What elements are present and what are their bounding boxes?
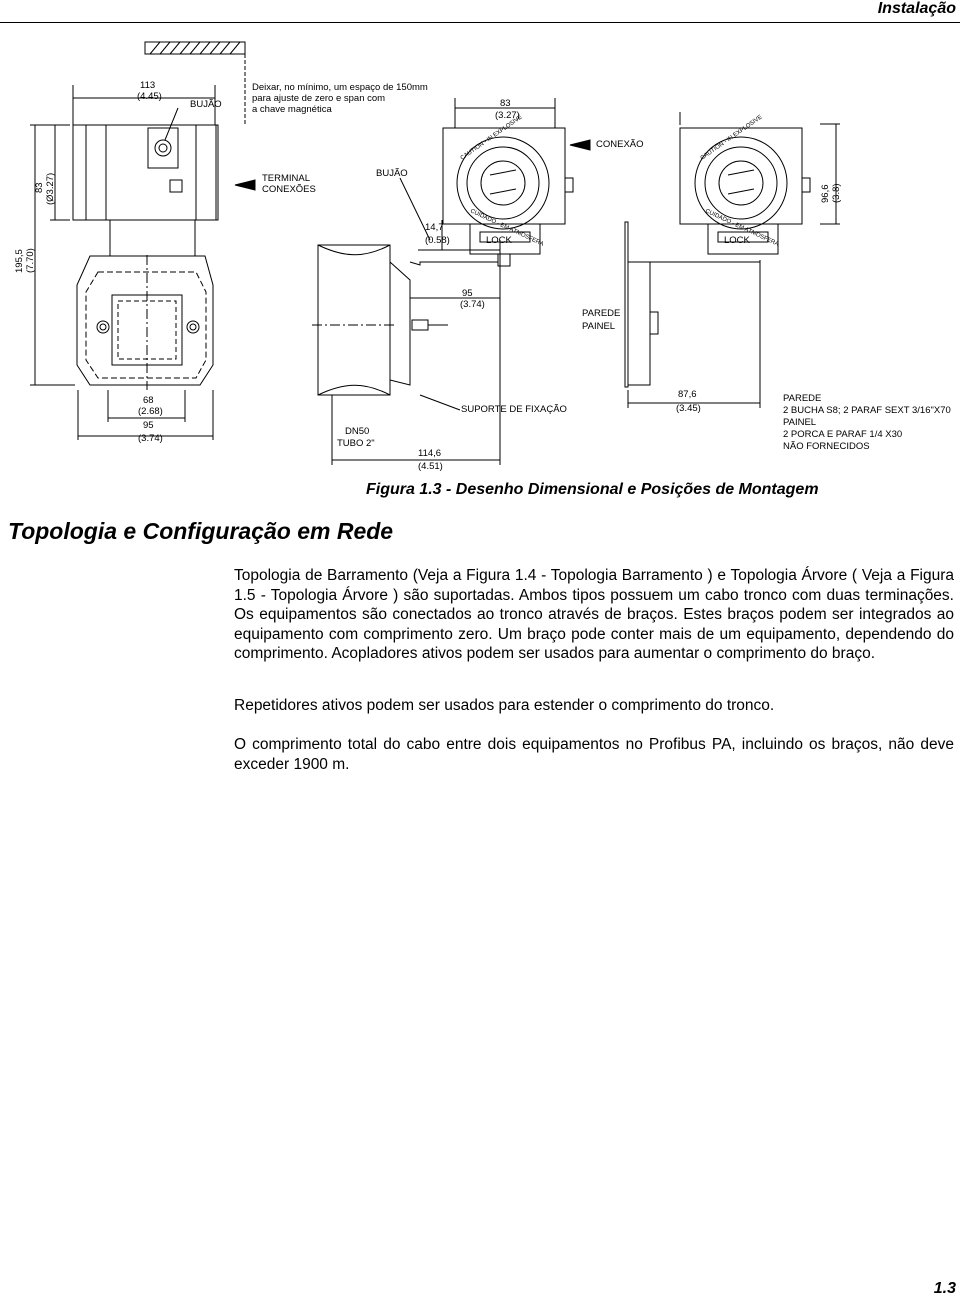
note2-line-4: 2 PORCA E PARAF 1/4 X30 [783, 429, 902, 440]
dim-114-in: (4.51) [418, 461, 443, 472]
wall-mount-view [624, 112, 840, 408]
dim-113-in: (4.45) [137, 91, 162, 102]
label-bujao-1: BUJÃO [190, 99, 222, 110]
note2-line-5: NÃO FORNECIDOS [783, 441, 870, 452]
section-title: Topologia e Configuração em Rede [8, 518, 394, 544]
dim-14: 14,7 [425, 222, 444, 233]
paragraph-3: O comprimento total do cabo entre dois e… [234, 736, 954, 773]
note2-line-3: PAINEL [783, 417, 816, 428]
label-bujao-2: BUJÃO [376, 168, 408, 179]
dim-113: 113 [140, 80, 155, 91]
label-lock-2: LOCK [724, 235, 751, 246]
label-conexao: CONEXÃO [596, 139, 644, 150]
note-line-3: a chave magnética [252, 104, 332, 115]
dim-83-side: 83 [34, 182, 45, 193]
dim-83-top: 83 [500, 98, 511, 109]
note-line-1: Deixar, no mínimo, um espaço de 150mm [252, 82, 428, 93]
label-terminal-1: TERMINAL [262, 173, 310, 184]
dim-96: 96,6 [820, 185, 831, 204]
label-tubo: TUBO 2" [337, 438, 375, 449]
clearance-hatch [144, 41, 246, 125]
dimensional-drawing: CAUTION - IN EXPLOSIVE CAUTION - IN EXPL… [14, 41, 951, 472]
note-line-2: para ajuste de zero e span com [252, 93, 385, 104]
paragraph-2: Repetidores ativos podem ser usados para… [234, 697, 775, 714]
dim-87-in: (3.45) [676, 403, 701, 414]
label-terminal-2: CONEXÕES [262, 184, 316, 195]
label-parede: PAREDE [582, 308, 620, 319]
dim-83-top-in: (3.27) [495, 110, 520, 121]
dim-87: 87,6 [678, 389, 697, 400]
note2-line-2: 2 BUCHA S8; 2 PARAF SEXT 3/16"X70 [783, 405, 951, 416]
label-dn50: DN50 [345, 426, 369, 437]
svg-text:CAUTION - IN EXPLOSIVE: CAUTION - IN EXPLOSIVE [700, 114, 764, 161]
dim-195-in: (7.70) [25, 248, 36, 273]
front-view [30, 85, 219, 440]
header-rule [0, 22, 960, 23]
label-painel: PAINEL [582, 321, 615, 332]
page-number: 1.3 [933, 1280, 956, 1297]
page-header-title: Instalação [877, 0, 956, 17]
dim-68: 68 [143, 395, 154, 406]
dim-14-in: (0.58) [425, 235, 450, 246]
dim-95-mid: 95 [462, 288, 473, 299]
note2-line-1: PAREDE [783, 393, 821, 404]
dim-95-bot-in: (3.74) [138, 433, 163, 444]
dim-95-bot: 95 [143, 420, 154, 431]
label-lock-1: LOCK [486, 235, 513, 246]
dim-96-in: (3.8) [831, 183, 842, 203]
label-suporte: SUPORTE DE FIXAÇÃO [461, 404, 567, 415]
pipe-mount-view [312, 98, 574, 465]
figure-caption: Figura 1.3 - Desenho Dimensional e Posiç… [366, 481, 819, 498]
paragraph-1: Topologia de Barramento (Veja a Figura 1… [234, 567, 954, 663]
dim-195: 195,5 [14, 249, 25, 273]
dim-83-side-in: (Ø3.27) [45, 173, 56, 205]
dim-68-in: (2.68) [138, 406, 163, 417]
dim-114: 114,6 [418, 448, 441, 459]
dim-95-mid-in: (3.74) [460, 299, 485, 310]
